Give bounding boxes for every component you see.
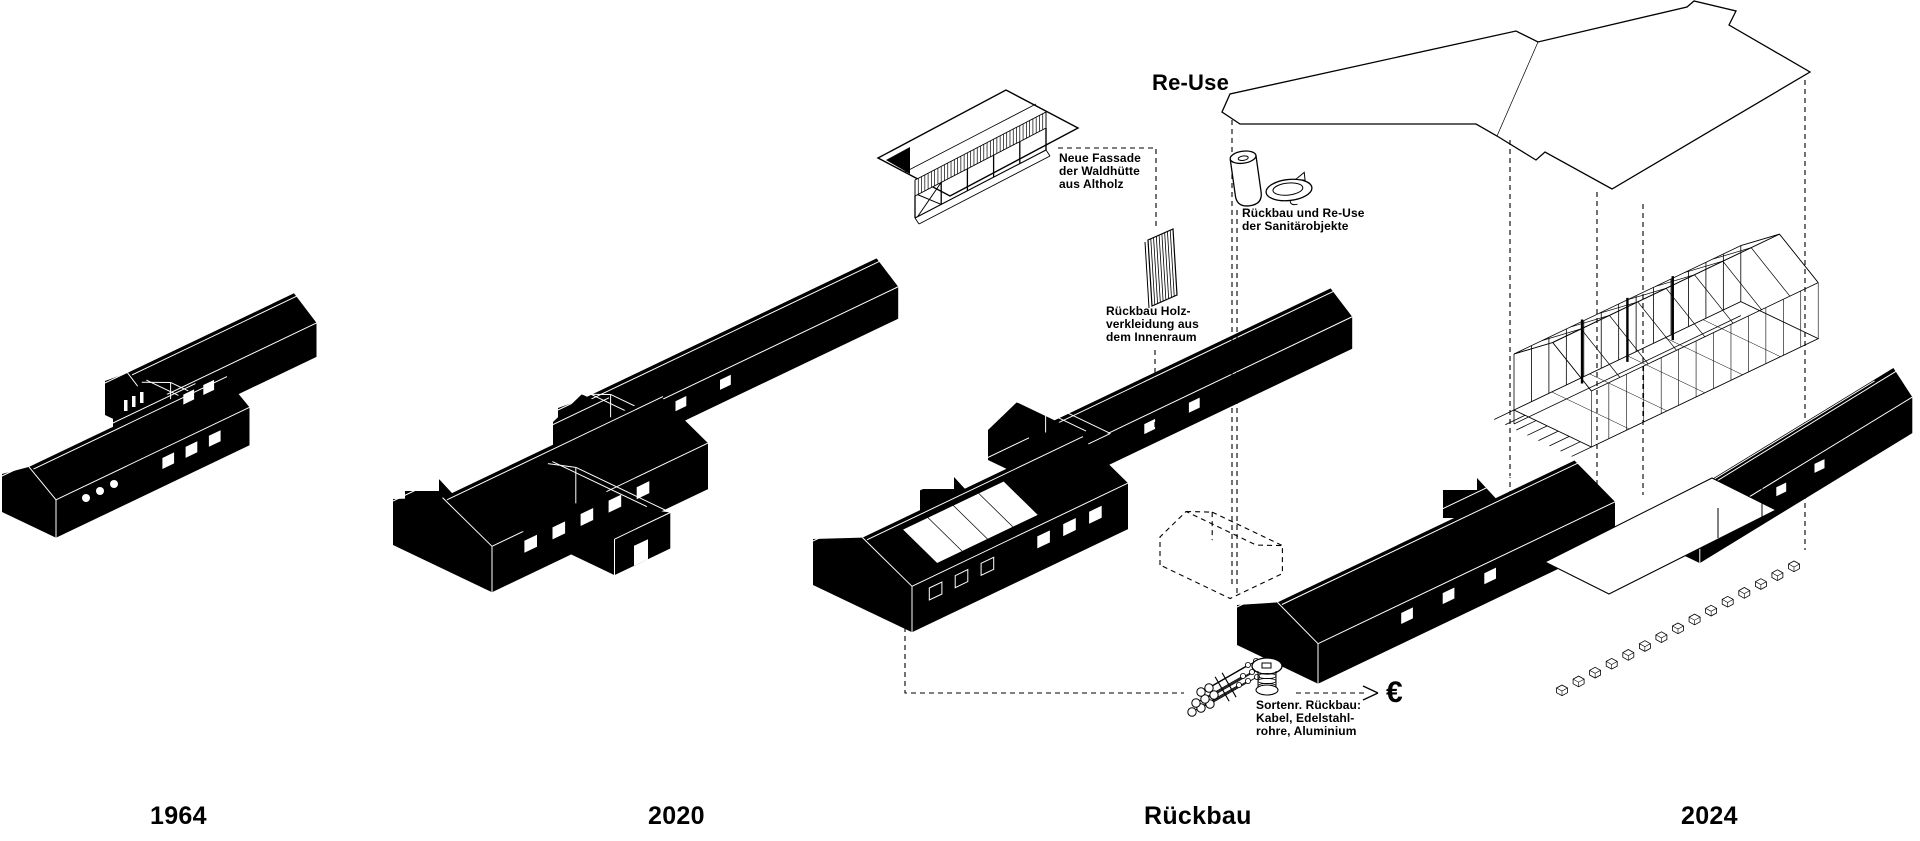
euro-symbol: € [1386,676,1403,709]
building-2024-exploded-illustration [1221,0,1913,697]
annotation-sanitary: Rückbau und Re-Use der Sanitärobjekte [1242,206,1365,233]
urinal-icon [1229,150,1262,207]
sink-icon [1265,171,1313,206]
stage-label-1964: 1964 [150,802,207,830]
annotation-facade: Neue Fassade der Waldhütte aus Altholz [1059,151,1141,191]
wood-panel-icon [1144,228,1178,309]
reuse-title: Re-Use [1152,70,1230,95]
pipe-bundle-icon [1187,658,1264,717]
cable-spool-icon [1251,657,1283,696]
stage-label-2020: 2020 [648,802,705,830]
building-2020-illustration [392,258,899,593]
annotation-sorted-demolition: Sortenr. Rückbau: Kabel, Edelstahl- rohr… [1256,698,1362,738]
dashed-leader-lines [904,147,1238,694]
stage-label-rueckbau: Rückbau [1144,802,1252,830]
annotation-panel: Rückbau Holz- verkleidung aus dem Innenr… [1106,304,1199,344]
building-rueckbau-illustration [812,288,1353,633]
building-1964-illustration [1,293,317,538]
dashed-arrow-icon [1296,685,1379,701]
stage-label-2024: 2024 [1681,802,1738,830]
waldhuette-shed-icon [876,89,1080,225]
